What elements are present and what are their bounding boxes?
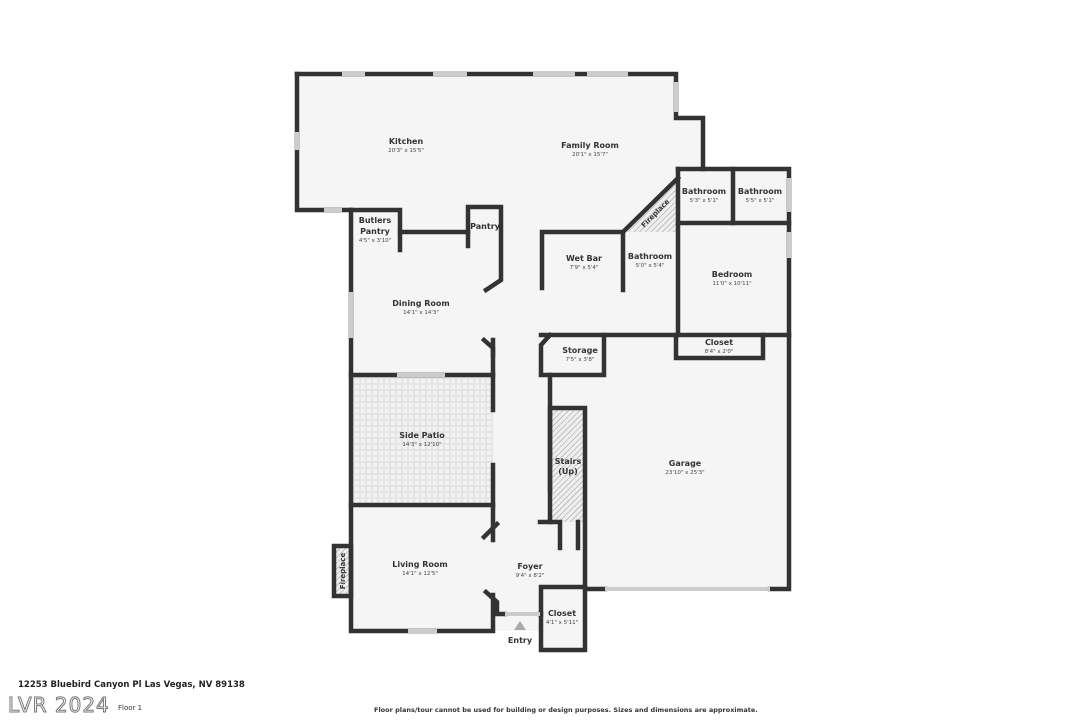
- room-label-stairs-1: Stairs: [555, 457, 582, 466]
- property-address: 12253 Bluebird Canyon Pl Las Vegas, NV 8…: [18, 680, 245, 690]
- room-label-living-room: Living Room: [392, 560, 448, 569]
- windows: [295, 72, 791, 633]
- entry-label: Entry: [508, 636, 533, 645]
- room-label-closet-bedroom: Closet: [705, 338, 733, 347]
- room-dims-living-room: 14'1" x 12'5": [402, 571, 438, 577]
- room-dims-kitchen: 20'3" x 15'5": [388, 148, 424, 154]
- room-dims-family-room: 20'1" x 15'7": [572, 152, 608, 158]
- room-label-wet-bar: Wet Bar: [566, 254, 602, 263]
- entry-arrow-icon: [514, 621, 526, 630]
- room-dims-storage: 7'5" x 3'8": [566, 357, 595, 363]
- room-label-butlers-pantry-2: Pantry: [360, 227, 391, 236]
- room-dims-garage: 23'10" x 25'3": [665, 470, 704, 476]
- room-dims-closet-entry: 4'1" x 5'11": [546, 620, 578, 626]
- room-dims-dining-room: 14'1" x 14'3": [403, 310, 439, 316]
- room-dims-side-patio: 14'3" x 12'10": [402, 442, 441, 448]
- room-label-kitchen: Kitchen: [389, 137, 424, 146]
- disclaimer: Floor plans/tour cannot be used for buil…: [374, 706, 758, 714]
- room-dims-bathroom-3: 5'5" x 5'1": [746, 198, 775, 204]
- room-dims-bedroom: 11'0" x 10'11": [712, 281, 751, 287]
- room-label-dining-room: Dining Room: [392, 299, 450, 308]
- room-label-foyer: Foyer: [517, 562, 542, 571]
- room-label-family-room: Family Room: [561, 141, 619, 150]
- floor-label: Floor 1: [118, 704, 143, 712]
- room-label-bathroom-1: Bathroom: [628, 252, 672, 261]
- room-dims-bathroom-1: 5'0" x 5'4": [636, 263, 665, 269]
- room-label-butlers-pantry-1: Butlers: [359, 216, 392, 225]
- room-label-bathroom-2: Bathroom: [682, 187, 726, 196]
- room-label-stairs-2: (Up): [558, 467, 578, 476]
- room-label-storage: Storage: [562, 346, 598, 355]
- room-dims-butlers-pantry: 4'5" x 3'10": [359, 238, 391, 244]
- room-label-garage: Garage: [669, 459, 702, 468]
- fireplace-living-area: [334, 546, 351, 596]
- room-label-pantry: Pantry: [470, 222, 501, 231]
- room-dims-bathroom-2: 5'3" x 5'1": [690, 198, 719, 204]
- room-dims-foyer: 9'4" x 8'2": [516, 573, 545, 579]
- stairs-area: [550, 408, 585, 522]
- watermark: LVR 2024: [8, 693, 110, 717]
- room-label-bedroom: Bedroom: [712, 270, 753, 279]
- side-patio-area: [351, 375, 493, 505]
- room-label-bathroom-3: Bathroom: [738, 187, 782, 196]
- room-dims-wet-bar: 7'9" x 5'4": [570, 265, 599, 271]
- room-label-closet-entry: Closet: [548, 609, 576, 618]
- room-label-fireplace-living: Fireplace: [339, 553, 347, 590]
- room-label-side-patio: Side Patio: [399, 431, 445, 440]
- room-dims-closet-bedroom: 8'4" x 2'0": [705, 349, 734, 355]
